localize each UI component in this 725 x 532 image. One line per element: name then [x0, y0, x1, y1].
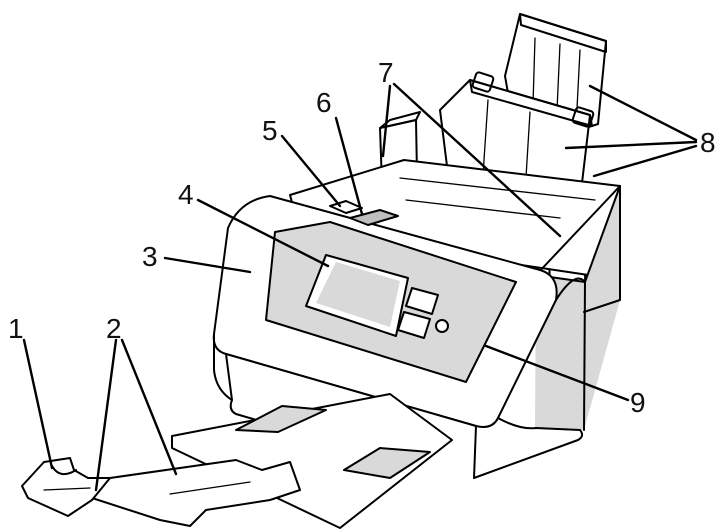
- callout-5: 5: [262, 115, 278, 146]
- leader-5: [280, 134, 342, 208]
- stop-button[interactable]: [349, 209, 399, 226]
- callout-6: 6: [316, 87, 332, 118]
- leader-8c: [592, 144, 698, 178]
- callout-4: 4: [178, 179, 194, 210]
- leader-4: [196, 198, 330, 268]
- leader-3: [163, 256, 252, 274]
- leader-lines: [22, 82, 698, 492]
- callout-3: 3: [142, 241, 158, 272]
- output-tray-extension: [91, 459, 301, 527]
- leader-2b: [120, 338, 178, 476]
- callout-7: 7: [378, 57, 394, 88]
- leader-9: [484, 344, 630, 402]
- callout-1: 1: [8, 313, 24, 344]
- callout-9: 9: [630, 387, 646, 418]
- touchscreen-lcd[interactable]: [305, 254, 409, 337]
- touch-keys[interactable]: [397, 287, 439, 339]
- output-tray: [171, 393, 453, 529]
- document-stopper[interactable]: [21, 457, 111, 517]
- leader-7a: [381, 84, 392, 158]
- leader-1: [22, 338, 54, 470]
- callout-8: 8: [700, 127, 716, 158]
- leader-7b: [392, 82, 562, 238]
- leader-2a: [94, 338, 118, 492]
- callouts: 1 2 3 4 5 6 7 8 9: [8, 57, 716, 418]
- home-button[interactable]: [435, 319, 449, 333]
- leader-8a: [588, 84, 698, 142]
- callout-2: 2: [106, 313, 122, 344]
- leader-6: [334, 116, 364, 216]
- leader-8b: [564, 140, 698, 150]
